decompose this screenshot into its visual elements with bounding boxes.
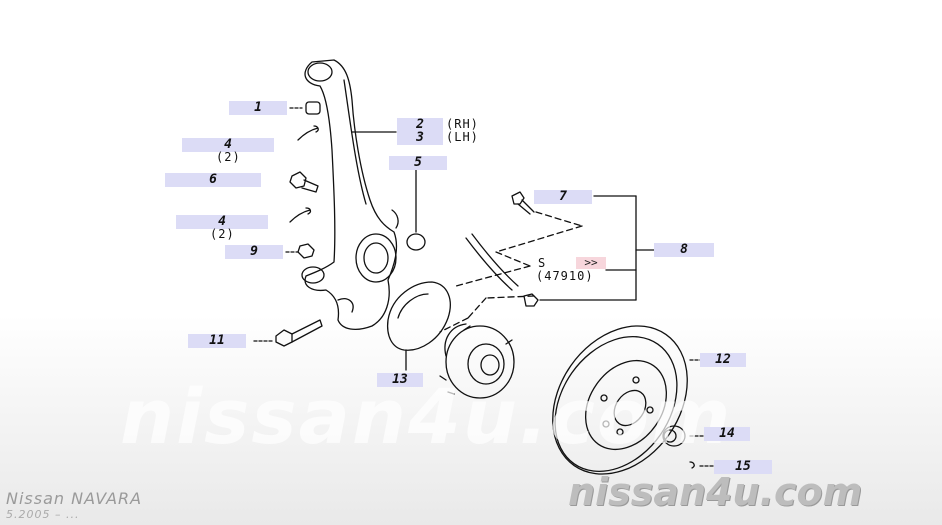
caliper-bolt-lower [523, 293, 539, 307]
callout-12[interactable]: 12 [700, 353, 746, 367]
callout-14[interactable]: 14 [704, 427, 750, 441]
callout-3[interactable]: 3 [397, 131, 443, 145]
baffle-plate-13 [386, 281, 451, 371]
brake-hose [465, 233, 519, 291]
watermark-large: nissan4u.com [120, 372, 733, 461]
callout-1[interactable]: 1 [229, 101, 287, 115]
callout-9[interactable]: 9 [225, 245, 283, 259]
wheel-hub [439, 323, 515, 399]
callout-6[interactable]: 6 [165, 173, 261, 187]
brake-rotor-12 [552, 325, 709, 475]
label-rh: (RH) [446, 117, 479, 131]
steering-knuckle [301, 59, 399, 331]
callout-2[interactable]: 2 [397, 118, 443, 132]
bolt-6 [289, 171, 319, 193]
bolt-11 [253, 319, 323, 347]
brand-watermark: nissan4u.com [568, 470, 863, 514]
model-name: Nissan NAVARA [6, 489, 143, 508]
model-date: 5.2005 – ... [6, 508, 80, 521]
callout-13[interactable]: 13 [377, 373, 423, 387]
leader-lines [439, 211, 583, 333]
callout-4-lower[interactable]: 4 [176, 215, 268, 229]
callout-11[interactable]: 11 [188, 334, 246, 348]
callout-8[interactable]: 8 [654, 243, 714, 257]
bracket-8 [539, 195, 655, 301]
label-lh: (LH) [446, 130, 479, 144]
section-ref: (47910) [536, 269, 594, 283]
section-prefix: S [538, 256, 547, 270]
nut-9 [285, 243, 315, 259]
qty-4-upper: (2) [216, 150, 241, 164]
callout-7[interactable]: 7 [534, 190, 592, 204]
cotter-pin-15 [689, 461, 717, 469]
cotter-pin-lower [289, 207, 312, 223]
bushing-5 [406, 169, 426, 251]
cotter-pin-upper [297, 125, 319, 141]
nut-1 [289, 101, 321, 115]
caliper-bolt-upper [511, 191, 535, 215]
callout-5[interactable]: 5 [389, 156, 447, 170]
qty-4-lower: (2) [210, 227, 235, 241]
section-link[interactable]: >> [576, 257, 606, 269]
callout-4-upper[interactable]: 4 [182, 138, 274, 152]
grease-cap-14 [662, 425, 707, 447]
callout-15[interactable]: 15 [714, 460, 772, 474]
